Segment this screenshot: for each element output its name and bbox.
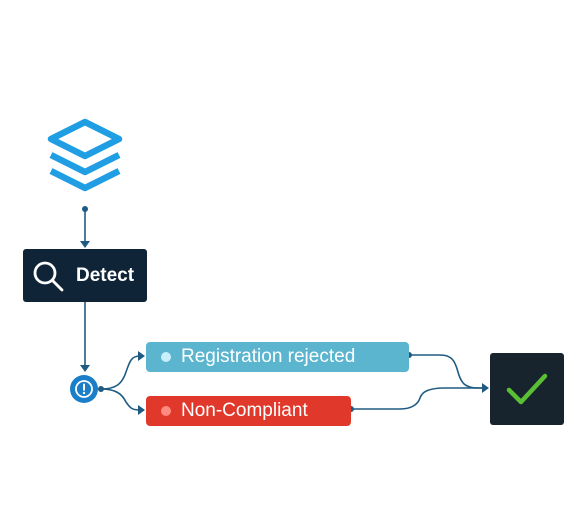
alert-circle-icon[interactable] xyxy=(69,374,99,404)
connector-alert-to-noncompliant xyxy=(100,388,141,411)
arrowhead-noncompliant xyxy=(138,405,145,415)
status-dot xyxy=(161,352,171,362)
arrowhead-alert xyxy=(80,365,90,372)
connector-dot-alert xyxy=(98,386,104,392)
arrowhead-detect xyxy=(80,241,90,248)
connector-rejected-to-end xyxy=(408,354,484,389)
arrowhead-end xyxy=(482,383,489,393)
completion-node[interactable] xyxy=(490,353,564,425)
detect-label: Detect xyxy=(76,265,135,286)
outcome-label: Non-Compliant xyxy=(181,400,308,421)
detect-node[interactable]: Detect xyxy=(23,249,147,302)
outcome-label: Registration rejected xyxy=(181,346,356,367)
arrowhead-rejected xyxy=(138,351,145,361)
connector-dot-source xyxy=(82,206,88,212)
outcome-registration-rejected[interactable]: Registration rejected xyxy=(146,342,409,372)
checkmark-icon xyxy=(506,373,548,405)
connector-alert-to-rejected xyxy=(100,355,141,390)
connector-noncompliant-to-end xyxy=(350,387,484,410)
magnifier-icon xyxy=(33,261,64,292)
layers-stack-icon xyxy=(45,117,125,197)
status-dot xyxy=(161,406,171,416)
outcome-non-compliant[interactable]: Non-Compliant xyxy=(146,396,351,426)
